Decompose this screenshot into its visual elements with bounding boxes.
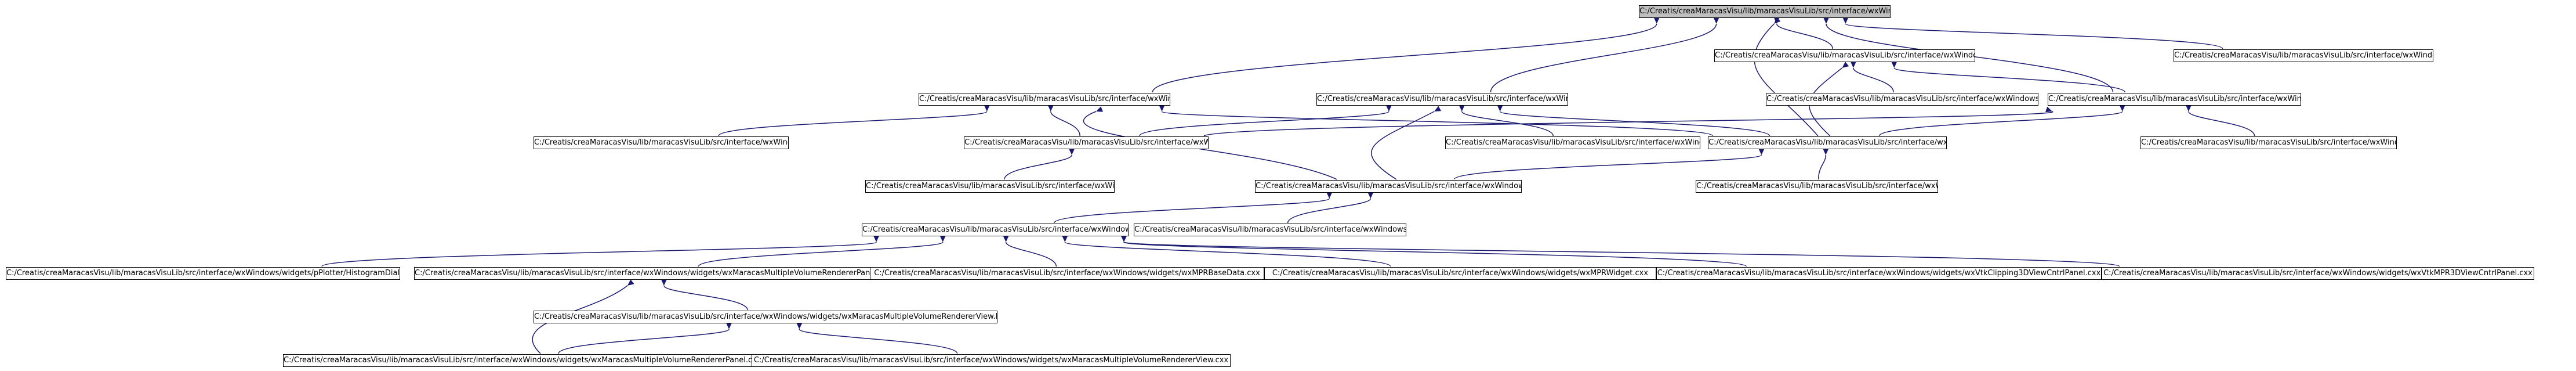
edge-14 — [1458, 105, 1554, 136]
node-histogramwidget-cxx[interactable]: C:/Creatis/creaMaracasVisu/lib/maracasVi… — [1134, 224, 1406, 236]
node-phistogram-h[interactable]: C:/Creatis/creaMaracasVisu/lib/maracasVi… — [964, 136, 1209, 149]
edge-10 — [1047, 105, 1080, 136]
node-pplotterwindow-cxx[interactable]: C:/Creatis/creaMaracasVisu/lib/maracasVi… — [2140, 136, 2397, 149]
node-pgraphicalfunction-h[interactable]: C:/Creatis/creaMaracasVisu/lib/maracasVi… — [1714, 49, 1975, 62]
edge-28 — [1061, 235, 1391, 267]
edge-25 — [321, 235, 880, 267]
edge-26 — [698, 235, 946, 267]
node-pplotterwindow-h[interactable]: C:/Creatis/creaMaracasVisu/lib/maracasVi… — [2048, 93, 2301, 106]
edge-6 — [1850, 61, 1894, 93]
edge-27 — [1003, 235, 1057, 267]
node-wxvtkclipping3dviewcntrlpanel-cxx[interactable]: C:/Creatis/creaMaracasVisu/lib/maracasVi… — [1656, 267, 2102, 280]
node-pplotterscaley-h[interactable]: C:/Creatis/creaMaracasVisu/lib/maracasVi… — [1316, 93, 1568, 106]
edge-22 — [1453, 148, 1765, 180]
node-wxmaracasmultiplevolumerendererview-h[interactable]: C:/Creatis/creaMaracasVisu/lib/maracasVi… — [534, 311, 997, 323]
edge-3 — [1842, 17, 2223, 49]
edge-32 — [661, 279, 748, 311]
node-wxmprbasedata-cxx[interactable]: C:/Creatis/creaMaracasVisu/lib/maracasVi… — [870, 267, 1264, 280]
edge-19 — [1203, 106, 2053, 136]
node-phistogram-cxx[interactable]: C:/Creatis/creaMaracasVisu/lib/maracasVi… — [865, 180, 1115, 193]
edge-21 — [1817, 148, 1829, 180]
node-histogramdialog-h[interactable]: C:/Creatis/creaMaracasVisu/lib/maracasVi… — [862, 224, 1129, 236]
edge-11 — [1158, 105, 1713, 136]
node-pplotterscaley-cxx[interactable]: C:/Creatis/creaMaracasVisu/lib/maracasVi… — [1445, 136, 1700, 149]
edge-13 — [1139, 105, 1392, 136]
edge-0 — [1152, 17, 1660, 93]
edge-1 — [1490, 17, 1719, 93]
edge-7 — [1891, 61, 2125, 93]
node-histogramdialog-cxx[interactable]: C:/Creatis/creaMaracasVisu/lib/maracasVi… — [6, 267, 400, 280]
edge-23 — [1053, 192, 1333, 224]
node-wxmaracasmultiplevolumerendererview-cxx[interactable]: C:/Creatis/creaMaracasVisu/lib/maracasVi… — [752, 354, 1231, 367]
node-wxmprwidget-cxx[interactable]: C:/Creatis/creaMaracasVisu/lib/maracasVi… — [1264, 267, 1656, 280]
edge-35 — [558, 322, 732, 354]
edge-29 — [1120, 235, 1747, 267]
node-wxvtkmpr3dviewcntrlpanel-cxx[interactable]: C:/Creatis/creaMaracasVisu/lib/maracasVi… — [2102, 267, 2534, 280]
node-pplotterlayer-cxx[interactable]: C:/Creatis/creaMaracasVisu/lib/maracasVi… — [2174, 49, 2433, 62]
node-pgraphicalfunction-cxx[interactable]: C:/Creatis/creaMaracasVisu/lib/maracasVi… — [1766, 93, 2038, 106]
node-pplotterlayer-h: C:/Creatis/creaMaracasVisu/lib/maracasVi… — [1639, 5, 1891, 18]
edge-20 — [1004, 148, 1075, 180]
node-wxmaracasmultiplevolumerendererpanel-h[interactable]: C:/Creatis/creaMaracasVisu/lib/maracasVi… — [414, 267, 878, 280]
edge-17 — [2185, 105, 2255, 136]
edge-9 — [718, 105, 991, 136]
node-pplotterscalex-cxx[interactable]: C:/Creatis/creaMaracasVisu/lib/maracasVi… — [534, 136, 789, 149]
edge-5 — [1754, 17, 1819, 136]
edge-34 — [796, 322, 958, 354]
edge-30 — [1120, 235, 2120, 267]
edge-18 — [1879, 105, 2126, 136]
edge-16 — [1371, 106, 1442, 180]
edge-24 — [1287, 192, 1374, 224]
node-pplotter-cxx[interactable]: C:/Creatis/creaMaracasVisu/lib/maracasVi… — [1696, 180, 1938, 193]
node-pplotter-h[interactable]: C:/Creatis/creaMaracasVisu/lib/maracasVi… — [1708, 136, 1947, 149]
node-pplotterscalex-h[interactable]: C:/Creatis/creaMaracasVisu/lib/maracasVi… — [919, 93, 1170, 106]
node-wxmaracasmultiplevolumerendererpanel-cxx[interactable]: C:/Creatis/creaMaracasVisu/lib/maracasVi… — [283, 354, 761, 367]
node-histogramwidget-h[interactable]: C:/Creatis/creaMaracasVisu/lib/maracasVi… — [1255, 180, 1522, 193]
edge-2 — [1773, 17, 1834, 49]
